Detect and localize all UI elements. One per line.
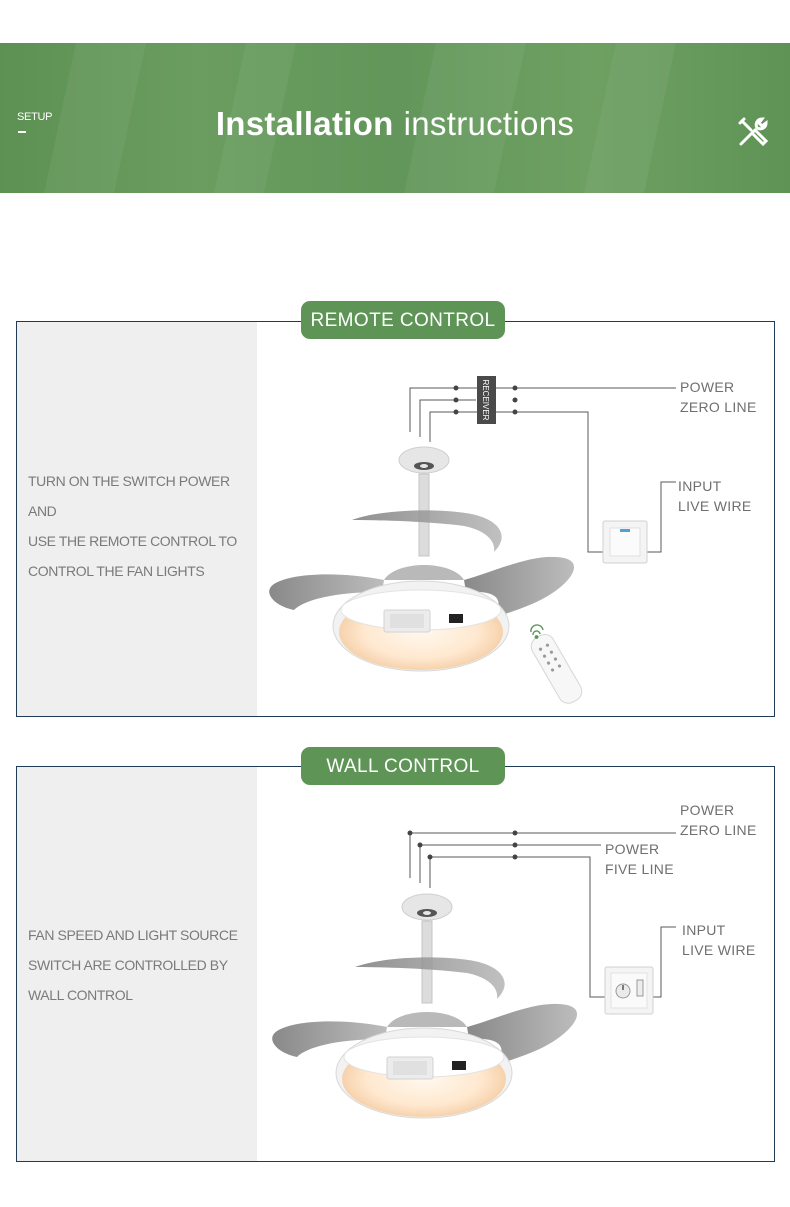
remote-description: TURN ON THE SWITCH POWER AND USE THE REM… [28,466,256,586]
power-label: POWER [605,841,659,857]
five-line-label: FIVE LINE [605,861,674,877]
wall-description-area: FAN SPEED AND LIGHT SOURCE SWITCH ARE CO… [17,767,257,1161]
live-wire-label: LIVE WIRE [678,498,752,514]
remote-description-line: USE THE REMOTE CONTROL TO [28,533,237,549]
wall-description-line: WALL CONTROL [28,987,133,1003]
wall-wire-joints [407,830,518,860]
wall-switch-image [602,520,648,564]
ceiling-fan-image [268,446,575,672]
wall-description-line: FAN SPEED AND LIGHT SOURCE [28,927,238,943]
live-wire-label: LIVE WIRE [682,942,756,958]
receiver-label: RECEIVER [481,380,490,421]
wall-description: FAN SPEED AND LIGHT SOURCE SWITCH ARE CO… [28,920,256,1010]
setup-label: SETUP [17,111,53,123]
power-label: POWER [680,379,734,395]
remote-control-panel: TURN ON THE SWITCH POWER AND USE THE REM… [16,321,775,717]
zero-line-label: ZERO LINE [680,822,757,838]
setup-dash [18,131,26,133]
remote-wire-joints [453,385,518,415]
remote-description-area: TURN ON THE SWITCH POWER AND USE THE REM… [17,322,257,716]
remote-control-image [530,633,583,704]
tools-icon [738,117,769,147]
remote-wiring-diagram: RECEIVER POWER ZERO LINE INPU [268,376,757,704]
page-title-bold: Installation [215,105,394,142]
page-title-rest: instructions [403,105,575,142]
power-label: POWER [680,802,734,818]
input-label: INPUT [678,478,722,494]
wifi-signal-icon [530,624,544,639]
wall-control-panel: FAN SPEED AND LIGHT SOURCE SWITCH ARE CO… [16,766,775,1162]
ceiling-fan-image [271,893,578,1119]
wall-description-line: SWITCH ARE CONTROLLED BY [28,957,228,973]
zero-line-label: ZERO LINE [680,399,757,415]
remote-description-line: TURN ON THE SWITCH POWER AND [28,473,230,519]
wall-dimmer-image [604,966,654,1015]
remote-control-badge: REMOTE CONTROL [301,301,505,339]
receiver-box: RECEIVER [477,376,496,424]
wall-wiring-diagram: POWER ZERO LINE POWER FIVE LINE INPUT LI… [271,802,757,1119]
remote-description-line: CONTROL THE FAN LIGHTS [28,563,205,579]
input-label: INPUT [682,922,726,938]
wall-control-badge: WALL CONTROL [301,747,505,785]
